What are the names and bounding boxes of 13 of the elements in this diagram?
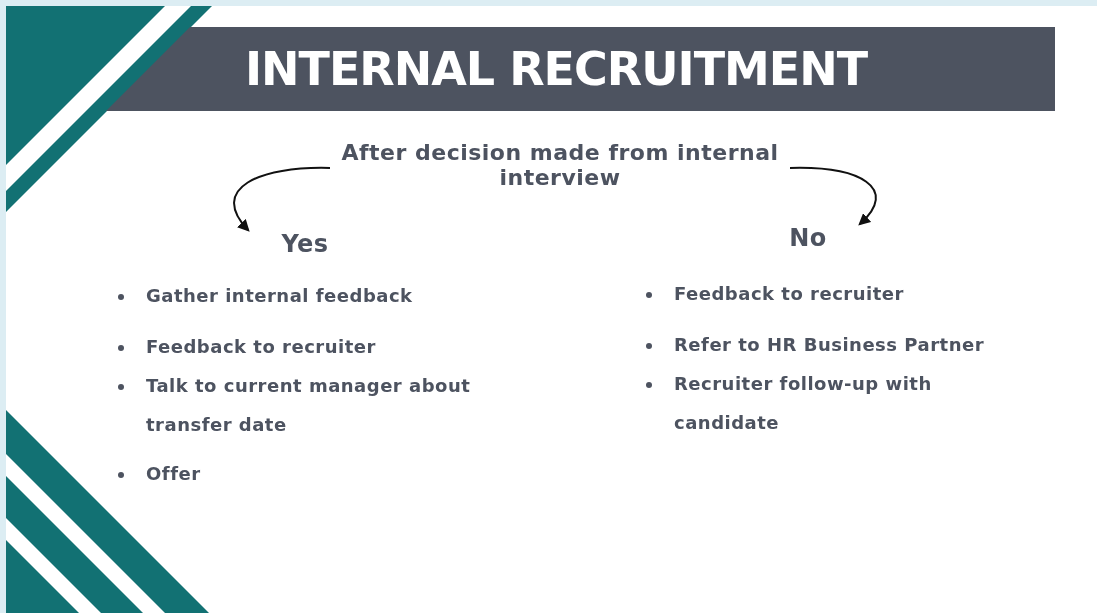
curved-arrow (233, 167, 331, 232)
question-text: After decision made from internal interview (340, 140, 780, 190)
branch-heading: No (788, 224, 828, 252)
list-item-text: Refer to HR Business Partner (674, 334, 985, 355)
title: INTERNAL RECRUITMENT (243, 42, 869, 96)
branch-heading: Yes (280, 230, 330, 258)
list-item-text: Offer (146, 463, 201, 484)
list-item-text: Gather internal feedback (146, 285, 413, 306)
list-item-text: Talk to current manager about transfer date (146, 375, 471, 435)
list-item-text: Recruiter follow-up with candidate (674, 373, 932, 433)
list-item-text: Feedback to recruiter (146, 336, 376, 357)
curved-arrow (789, 167, 877, 226)
list-item-text: Feedback to recruiter (674, 283, 904, 304)
